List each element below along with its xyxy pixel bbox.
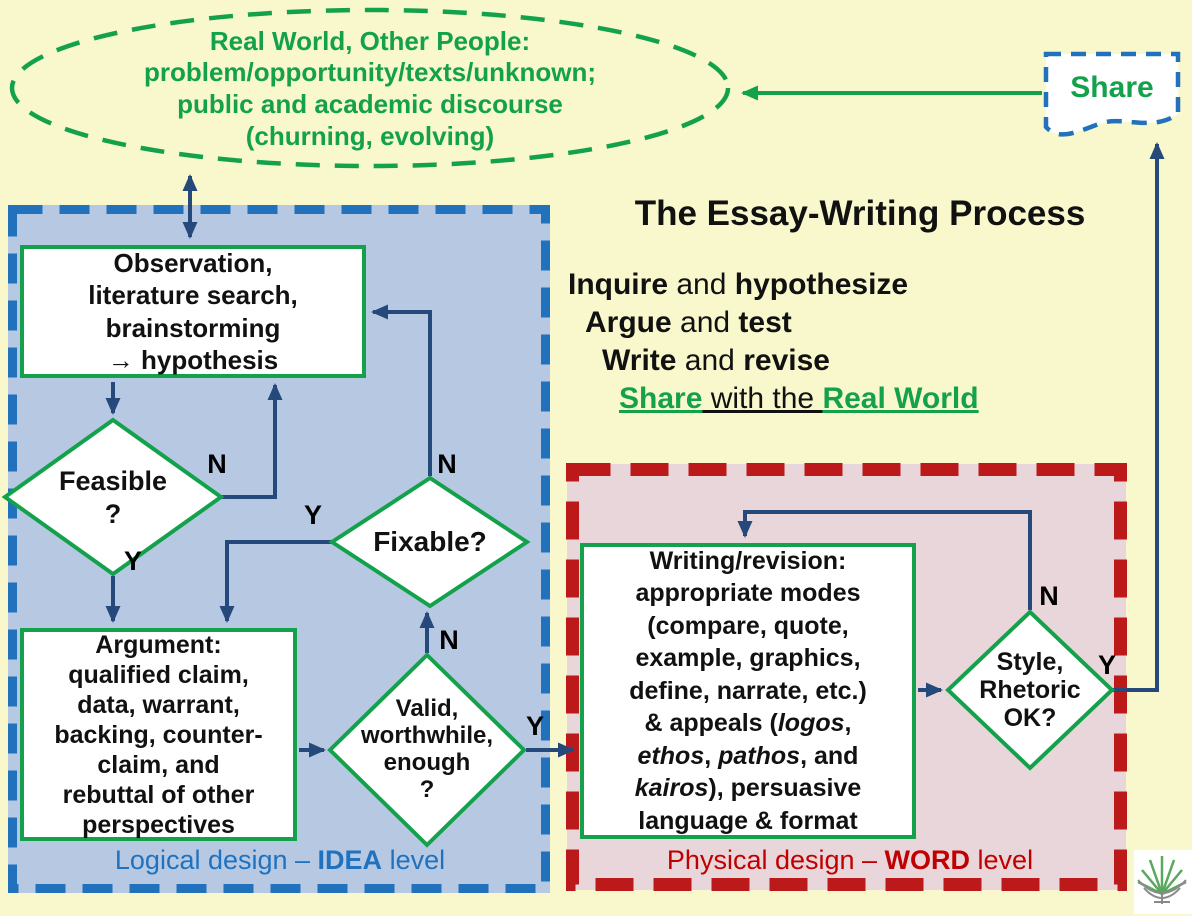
argument-box-text: Argument: qualified claim, data, warrant… [54,630,263,839]
style-no-label: N [1039,581,1059,611]
observation-box: Observation, literature search, brainsto… [20,245,366,378]
connector-style-yes-share [1112,142,1165,692]
tagline-write: Write and revise [602,344,830,377]
idea-region-border [8,205,550,893]
feasible-no-label: N [207,449,227,479]
idea-region-label-text: Logical design – IDEA level [114,845,446,875]
fixable-no-label: N [437,449,457,479]
page-title-text: The Essay-Writing Process [634,194,1086,233]
connector-fixable-yes-argument [219,540,332,623]
valid-diamond [327,652,527,848]
connector-style-no-writing [737,510,1032,610]
tagline-inquire: Inquire and hypothesize [568,268,909,301]
connector-feasible-no-observation [221,383,283,499]
valid-diamond-text: Valid, worthwhile, enough ? [361,695,493,803]
valid-no-label: N [439,625,459,655]
fixable-yes-label: Y [303,500,322,530]
word-region-label: Physical design – WORD level [600,845,1100,876]
argument-box: Argument: qualified claim, data, warrant… [20,628,297,841]
connector-fixable-no-observation [371,304,432,476]
feasible-yes-label: Y [123,546,142,576]
style-diamond-text: Style, Rhetoric OK? [979,648,1081,732]
share-shape [1043,51,1181,137]
fixable-diamond-text: Fixable? [373,526,487,557]
style-diamond [945,609,1115,771]
page-title: The Essay-Writing Process [555,192,1165,236]
fixable-diamond [328,475,531,609]
idea-region-label: Logical design – IDEA level [30,845,530,876]
real-world-ellipse-text-span: Real World, Other People: problem/opport… [143,25,597,151]
observation-box-text: Observation, literature search, brainsto… [88,247,298,376]
valid-yes-label: Y [525,711,544,741]
word-region-label-text: Physical design – WORD level [666,845,1034,875]
style-yes-label: Y [1097,650,1116,680]
tagline-argue: Argue and test [585,306,792,339]
real-world-ellipse-text: Real World, Other People: problem/opport… [35,18,705,160]
feasible-diamond-text: Feasible ? [58,466,168,529]
share-label: Share [1050,60,1174,116]
writing-box-text: Writing/revision:appropriate modes(compa… [629,546,867,835]
word-region-border [566,463,1127,891]
real-world-ellipse [9,7,731,169]
feasible-diamond [1,417,225,577]
writing-box: Writing/revision:appropriate modes(compa… [580,543,916,839]
tagline-block: Inquire and hypothesize Argue and test W… [568,266,979,418]
tagline-share: Share with the Real World [619,382,979,415]
plant-logo-icon [1134,850,1192,914]
share-label-text: Share [1070,71,1154,104]
